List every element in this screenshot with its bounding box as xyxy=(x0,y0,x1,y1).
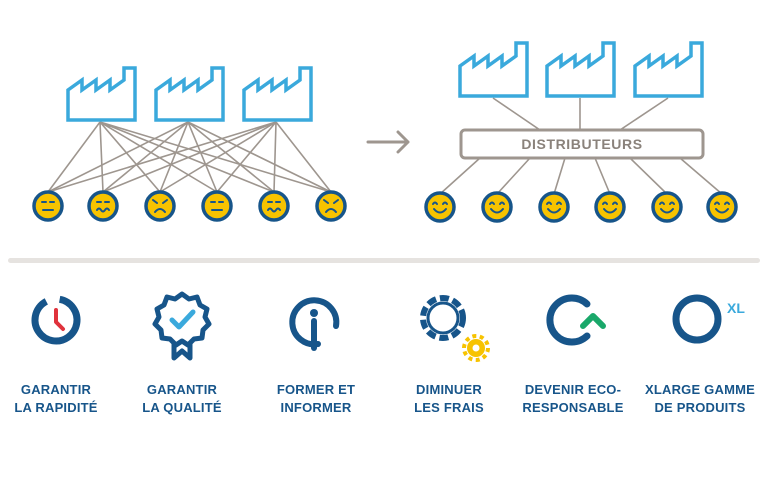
benefit-label-range: XLARGE GAMME DE PRODUITS xyxy=(644,382,755,415)
clock-icon xyxy=(31,295,81,345)
benefit-label-eco: DEVENIR ECO- RESPONSABLE xyxy=(522,382,624,415)
gear-icon xyxy=(420,295,490,362)
happy-face-icon xyxy=(594,191,626,223)
factory-icon xyxy=(458,41,529,98)
left-factories xyxy=(66,66,313,122)
happy-face-icon xyxy=(706,191,738,223)
factory-icon xyxy=(242,66,313,122)
happy-face-icon xyxy=(651,191,683,223)
happy-face-icon xyxy=(481,191,513,223)
recycle-icon xyxy=(546,294,606,346)
benefit-label-rapidity: GARANTIR LA RAPIDITÉ xyxy=(14,382,98,415)
left-customers xyxy=(32,190,347,222)
right-arrow-icon xyxy=(366,130,410,154)
neutral-face-icon xyxy=(32,190,64,222)
sad-face-icon xyxy=(144,190,176,222)
xl-badge: XL xyxy=(727,300,745,316)
factory-icon xyxy=(633,41,704,98)
right-factories xyxy=(458,41,704,98)
right-customer-lines xyxy=(439,157,723,195)
distributor-label: DISTRIBUTEURS xyxy=(521,136,642,152)
factory-icon xyxy=(66,66,137,122)
happy-face-icon xyxy=(424,191,456,223)
neutral-face-icon xyxy=(201,190,233,222)
section-divider xyxy=(8,258,760,263)
factory-icon xyxy=(154,66,225,122)
wavy-face-icon xyxy=(87,190,119,222)
benefit-label-costs: DIMINUER LES FRAIS xyxy=(414,382,484,415)
quality-badge-icon xyxy=(152,291,212,361)
left-connection-lines xyxy=(47,121,332,193)
benefit-label-quality: GARANTIR LA QUALITÉ xyxy=(142,382,222,415)
connection-line xyxy=(47,121,332,193)
sad-face-icon xyxy=(315,190,347,222)
connection-line xyxy=(439,157,723,195)
connection-line xyxy=(492,97,669,131)
right-customers xyxy=(424,191,738,223)
info-icon xyxy=(289,297,340,351)
connection-line xyxy=(47,121,332,193)
benefit-label-training: FORMER ET INFORMER xyxy=(276,382,356,415)
connection-line xyxy=(47,121,332,193)
factory-icon xyxy=(545,41,616,98)
xl-range-icon: XL xyxy=(672,294,745,344)
happy-face-icon xyxy=(538,191,570,223)
wavy-face-icon xyxy=(258,190,290,222)
distributor-box: DISTRIBUTEURS xyxy=(459,128,705,160)
right-factory-lines xyxy=(492,97,669,131)
